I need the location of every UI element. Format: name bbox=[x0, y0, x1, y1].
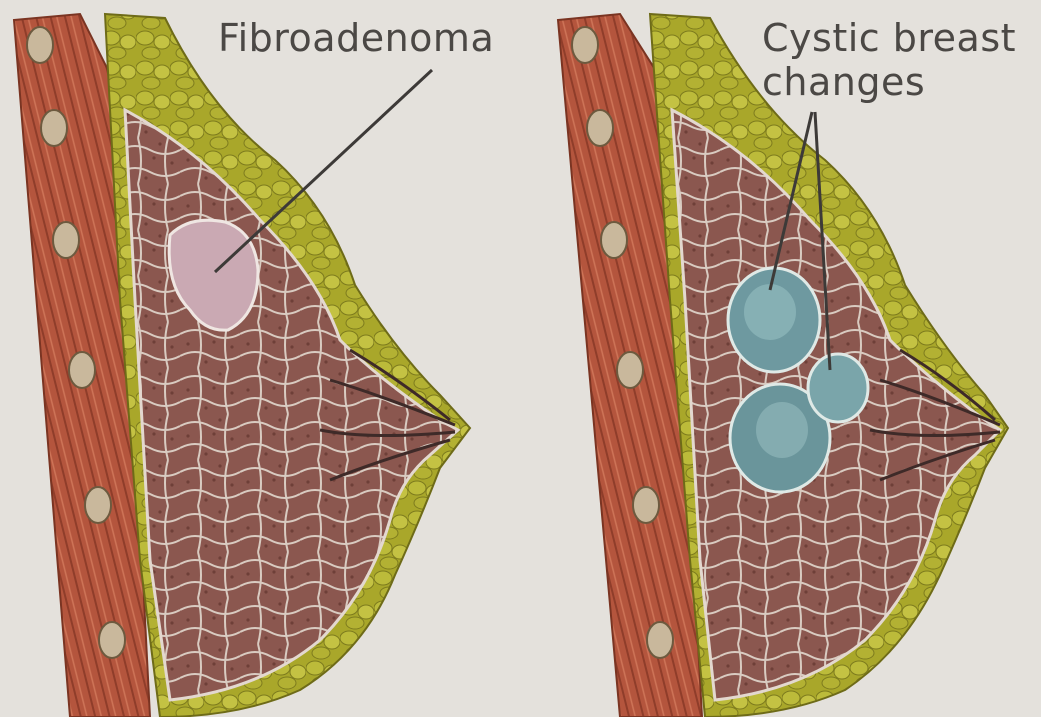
cystic-label-line-1: Cystic breast bbox=[762, 16, 1016, 60]
cystic-breast-changes-label: Cystic breast changes bbox=[762, 16, 1016, 104]
fibroadenoma-label: Fibroadenoma bbox=[218, 16, 494, 60]
right-breast-diagram bbox=[558, 14, 1008, 717]
cyst-small bbox=[808, 354, 868, 422]
fibroadenoma-label-line-1: Fibroadenoma bbox=[218, 16, 494, 60]
left-breast-diagram bbox=[14, 14, 470, 717]
cystic-label-line-2: changes bbox=[762, 60, 1016, 104]
